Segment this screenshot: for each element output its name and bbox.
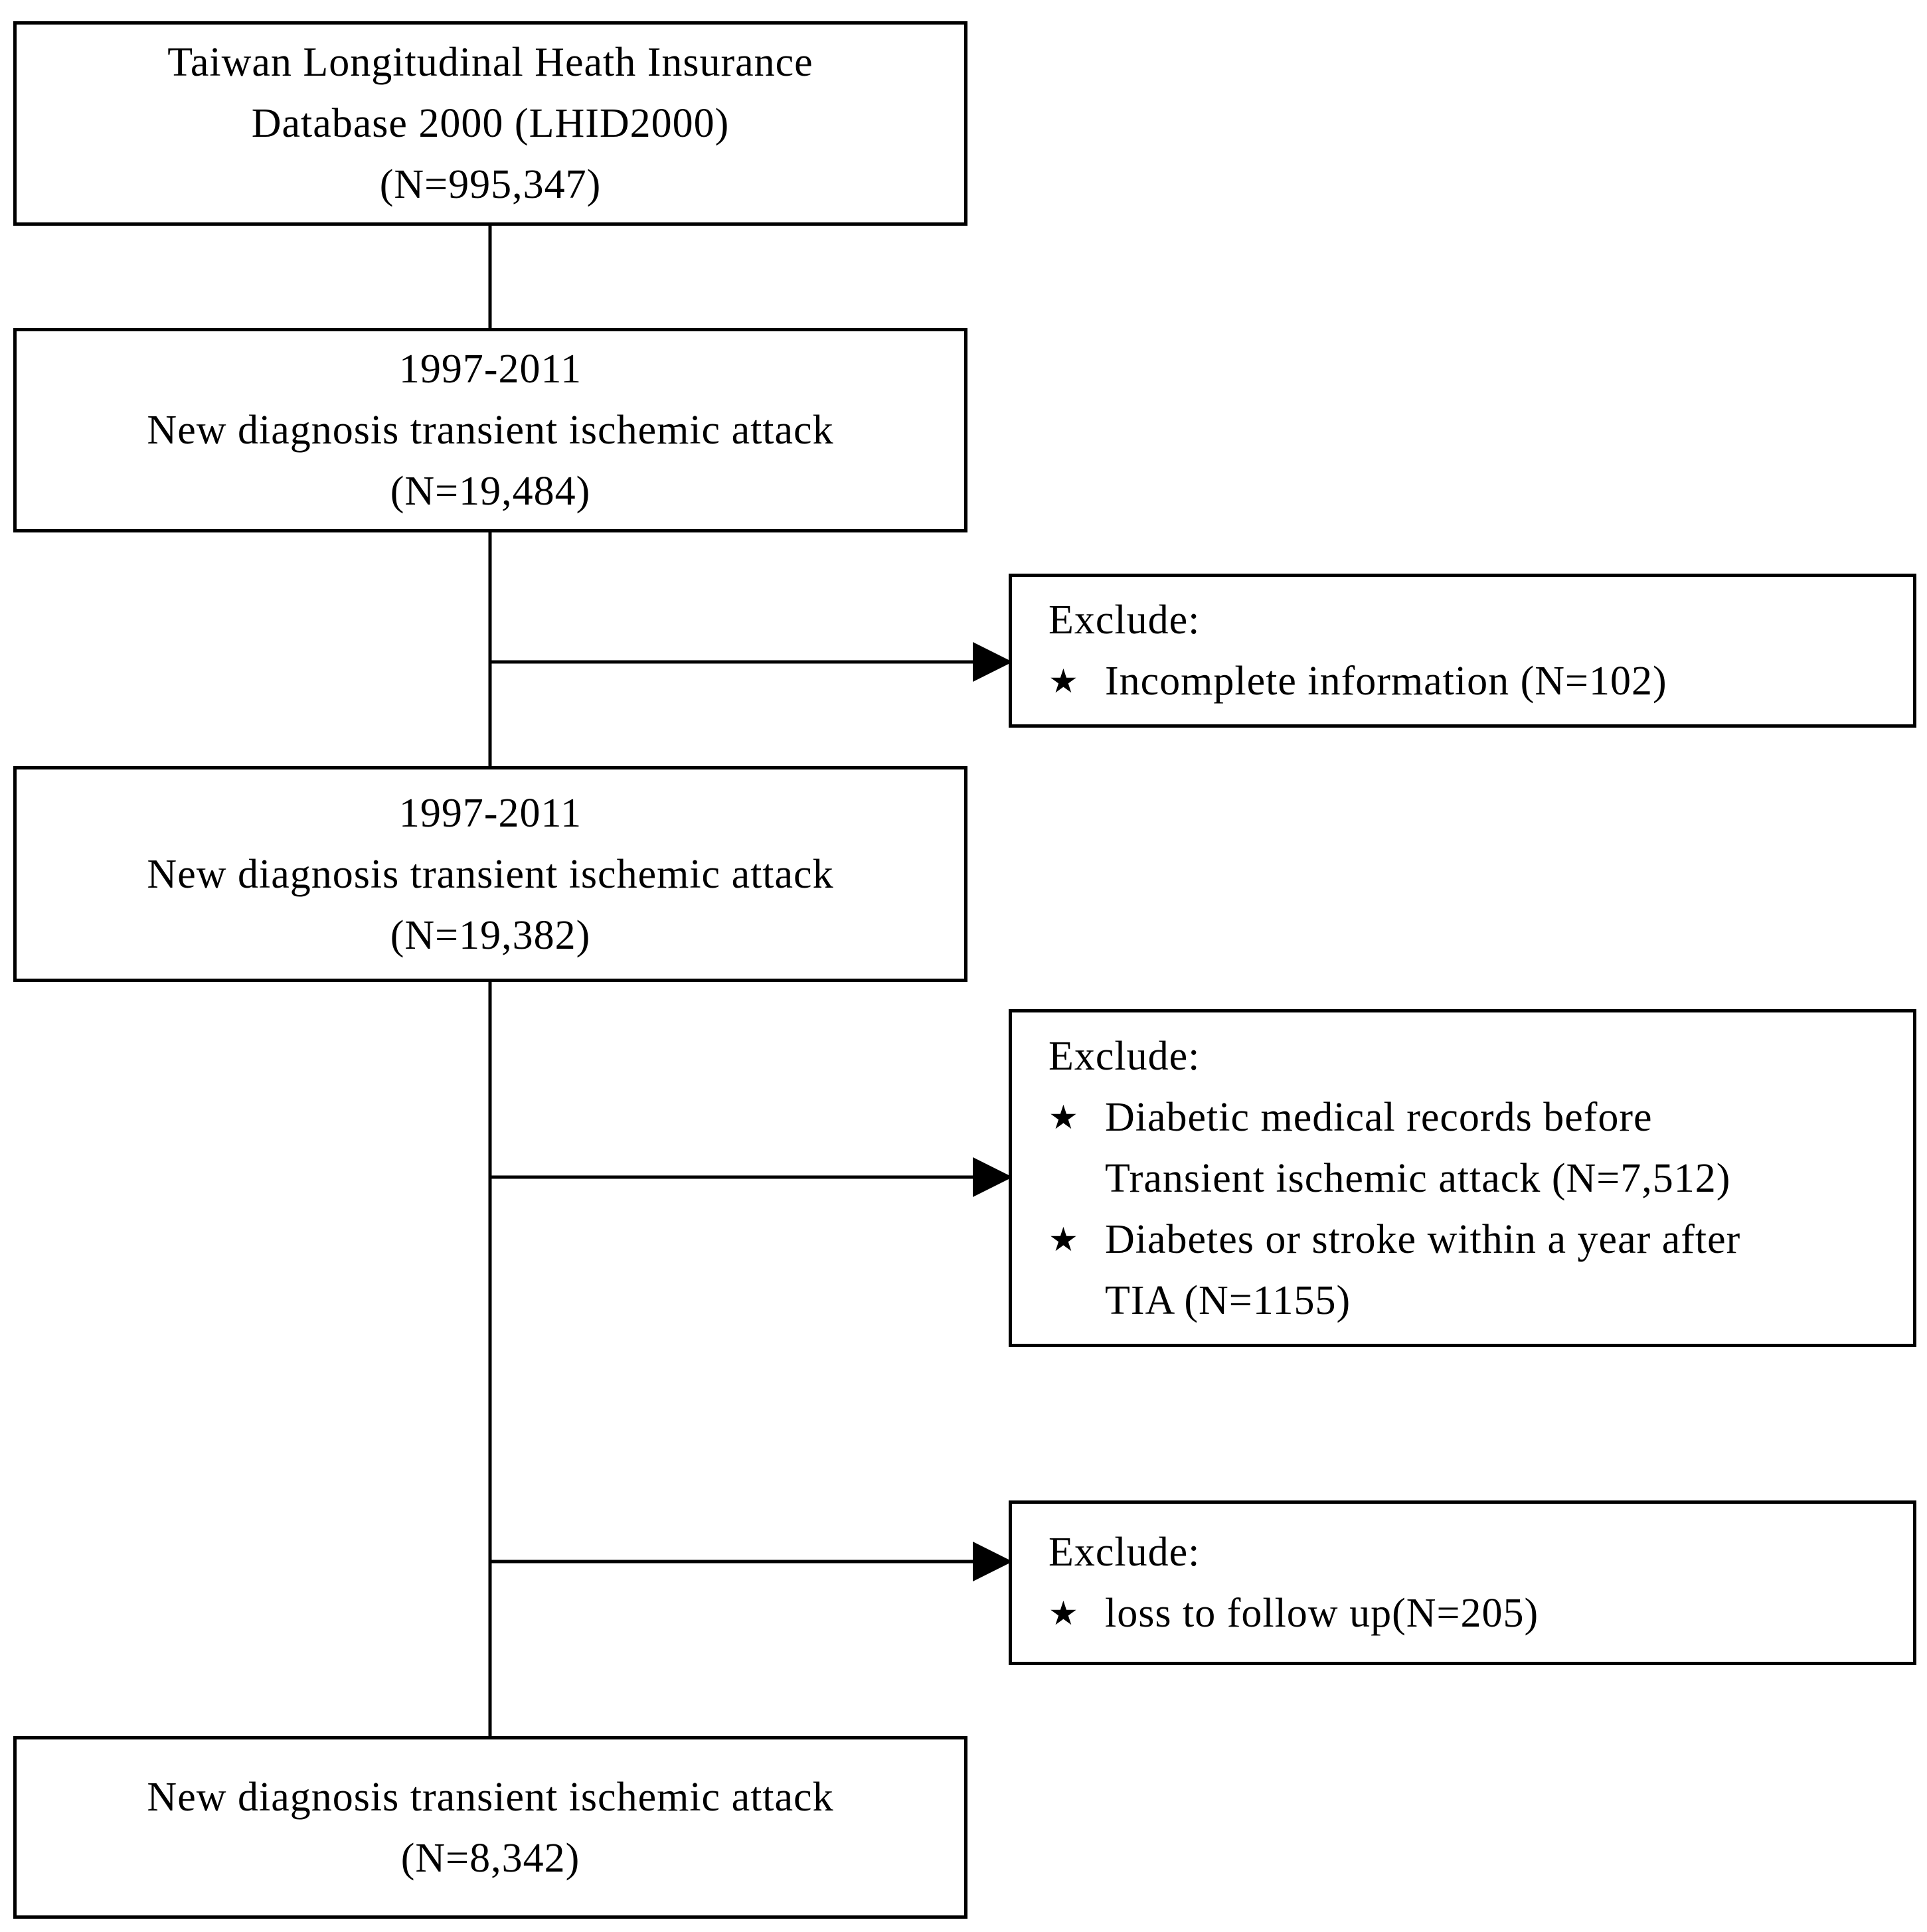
box-lhid2000-count: (N=995,347) xyxy=(379,162,602,207)
star-bullet-icon: ★ xyxy=(1048,1097,1079,1137)
box-new-tia-2: 1997-2011 New diagnosis transient ischem… xyxy=(13,766,967,982)
box-new-tia-1: 1997-2011 New diagnosis transient ischem… xyxy=(13,328,967,532)
exclusion-box-3: Exclude: ★ loss to follow up(N=205) xyxy=(1009,1500,1916,1665)
box-new-tia-2-years: 1997-2011 xyxy=(398,790,582,836)
box-new-tia-2-label: New diagnosis transient ischemic attack xyxy=(147,851,834,897)
exclusion-box-3-title: Exclude: xyxy=(1048,1530,1201,1575)
exclusion-box-1-title: Exclude: xyxy=(1048,598,1201,643)
exclusion-box-2-title: Exclude: xyxy=(1048,1033,1201,1079)
exclusion-box-2-item1: ★ Diabetic medical records before xyxy=(1048,1087,1913,1148)
exclusion-box-2-item2-text-a: Diabetes or stroke within a year after xyxy=(1105,1216,1741,1262)
box-new-tia-1-years: 1997-2011 xyxy=(398,347,582,392)
exclusion-box-2-item1-text-b: Transient ischemic attack (N=7,512) xyxy=(1105,1155,1731,1201)
exclusion-box-3-item-text: loss to follow up(N=205) xyxy=(1105,1591,1539,1636)
exclusion-box-3-item: ★ loss to follow up(N=205) xyxy=(1048,1583,1913,1644)
exclusion-box-2-item1-text-a: Diabetic medical records before xyxy=(1105,1094,1653,1140)
exclusion-box-1-item: ★ Incomplete information (N=102) xyxy=(1048,651,1913,712)
box-new-tia-1-count: (N=19,484) xyxy=(390,469,591,514)
box-lhid2000-line2: Database 2000 (LHID2000) xyxy=(251,101,730,146)
exclusion-box-1-item-text: Incomplete information (N=102) xyxy=(1105,659,1667,704)
star-bullet-icon: ★ xyxy=(1048,1220,1079,1259)
exclusion-box-2-item2: ★ Diabetes or stroke within a year after xyxy=(1048,1209,1913,1270)
box-final-cohort-count: (N=8,342) xyxy=(400,1835,580,1881)
box-final-cohort-label: New diagnosis transient ischemic attack xyxy=(147,1774,834,1820)
exclusion-box-2-item2-text-b: TIA (N=1155) xyxy=(1105,1277,1351,1323)
star-bullet-icon: ★ xyxy=(1048,662,1079,700)
box-new-tia-1-label: New diagnosis transient ischemic attack xyxy=(147,408,834,453)
exclusion-box-2: Exclude: ★ Diabetic medical records befo… xyxy=(1009,1009,1916,1347)
box-new-tia-2-count: (N=19,382) xyxy=(390,912,591,958)
exclusion-box-1: Exclude: ★ Incomplete information (N=102… xyxy=(1009,574,1916,728)
box-lhid2000-line1: Taiwan Longitudinal Heath Insurance xyxy=(167,40,813,85)
star-bullet-icon: ★ xyxy=(1048,1594,1079,1633)
box-lhid2000: Taiwan Longitudinal Heath Insurance Data… xyxy=(13,21,967,226)
box-final-cohort: New diagnosis transient ischemic attack … xyxy=(13,1736,967,1919)
